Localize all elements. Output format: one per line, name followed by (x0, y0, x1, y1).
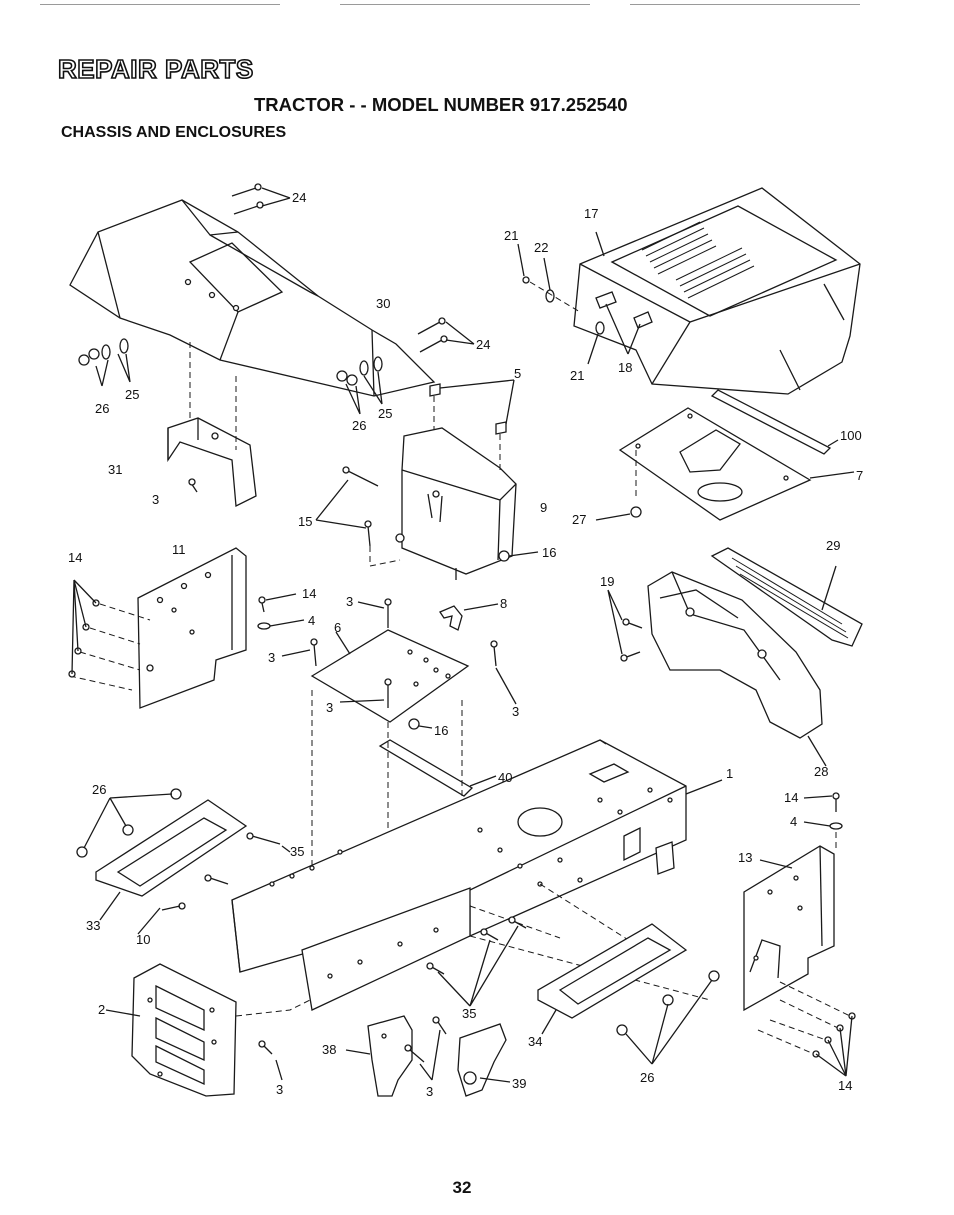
callout-38: 38 (322, 1042, 336, 1057)
callout-35-left: 35 (290, 844, 304, 859)
model-heading: TRACTOR - - MODEL NUMBER 917.252540 (254, 94, 628, 115)
top-divider-right (630, 4, 860, 5)
bracket-part-39 (457, 1023, 511, 1097)
callout-2: 2 (98, 1002, 105, 1017)
callout-5: 5 (514, 366, 521, 381)
callout-27: 27 (572, 512, 586, 527)
nut-part-16-upper (498, 550, 539, 562)
strip-part-100 (710, 389, 839, 455)
top-divider-center (340, 4, 590, 5)
callout-28: 28 (814, 764, 828, 779)
callout-3-lower: 3 (426, 1084, 433, 1099)
callout-15: 15 (298, 514, 312, 529)
callout-3-bracket: 3 (152, 492, 159, 507)
plate-part-7 (595, 407, 855, 521)
bracket-part-31 (167, 342, 257, 508)
clip-part-8 (439, 603, 499, 631)
callout-29: 29 (826, 538, 840, 553)
callout-14-left: 14 (68, 550, 82, 565)
fender-part-30 (69, 199, 436, 397)
callout-3-plate-left: 3 (268, 650, 275, 665)
hood-part-17 (573, 187, 861, 395)
bolt-set-24-top (231, 183, 291, 215)
callout-14-right-top: 14 (784, 790, 798, 805)
callout-21-bottom: 21 (570, 368, 584, 383)
callout-16-lower: 16 (434, 723, 448, 738)
callout-3-plate-top: 3 (346, 594, 353, 609)
callout-7: 7 (856, 468, 863, 483)
nut-part-16-lower (408, 718, 433, 730)
callout-4-right: 4 (790, 814, 797, 829)
bolt-set-24-right (417, 317, 475, 353)
callout-3-front: 3 (276, 1082, 283, 1097)
side-panel-part-11 (68, 547, 247, 709)
callout-6: 6 (334, 620, 341, 635)
callout-labels: 24 30 24 25 26 25 26 31 3 5 9 15 16 14 1… (68, 190, 863, 1099)
callout-26-step-left: 26 (92, 782, 106, 797)
callout-3-plate-bottom: 3 (326, 700, 333, 715)
fastener-set-25-26-left (78, 338, 131, 387)
callout-17: 17 (584, 206, 598, 221)
callout-25-right: 25 (378, 406, 392, 421)
bolt-set-3-lower (404, 1016, 447, 1081)
callout-9: 9 (540, 500, 547, 515)
nut-set-26-left (76, 788, 182, 858)
callout-10: 10 (136, 932, 150, 947)
callout-19: 19 (600, 574, 614, 589)
page-title: REPAIR PARTS (57, 53, 254, 85)
bolt-set-5 (429, 379, 515, 470)
callout-14-center: 14 (302, 586, 316, 601)
callout-16-upper: 16 (542, 545, 556, 560)
callout-4-center: 4 (308, 613, 315, 628)
callout-40: 40 (498, 770, 512, 785)
bolt-set-3-plate (281, 598, 517, 708)
callout-39: 39 (512, 1076, 526, 1091)
footrest-part-33 (95, 799, 248, 935)
callout-24-top: 24 (292, 190, 306, 205)
callout-26-right: 26 (352, 418, 366, 433)
callout-26-step-right: 26 (640, 1070, 654, 1085)
callout-34: 34 (528, 1034, 542, 1049)
callout-18: 18 (618, 360, 632, 375)
footrest-part-34 (537, 923, 720, 1065)
fastener-set-25-26-right (336, 356, 383, 415)
bolt-set-35-center (426, 916, 527, 1007)
bracket-part-38 (345, 1015, 413, 1097)
page-number: 32 (452, 1178, 472, 1197)
callout-35-center: 35 (462, 1006, 476, 1021)
plate-part-6 (310, 629, 470, 723)
callout-31: 31 (108, 462, 122, 477)
callout-1: 1 (726, 766, 733, 781)
callout-22: 22 (534, 240, 548, 255)
hood-fasteners-21-22 (517, 243, 641, 365)
callout-8: 8 (500, 596, 507, 611)
frame-part-1 (231, 739, 723, 1011)
grille-housing-part-28 (647, 571, 827, 767)
callout-24-right: 24 (476, 337, 490, 352)
top-divider-left (40, 4, 280, 5)
bolt-set-19 (607, 589, 643, 662)
bolt-set-35-left (204, 832, 291, 885)
callout-30: 30 (376, 296, 390, 311)
bolt-set-15 (315, 466, 401, 567)
callout-11: 11 (172, 542, 186, 557)
callout-100: 100 (840, 428, 862, 443)
front-panel-part-2 (105, 963, 311, 1097)
section-heading: CHASSIS AND ENCLOSURES (61, 124, 287, 141)
callout-26-left: 26 (95, 401, 109, 416)
bolt-washer-14-4 (257, 593, 305, 630)
callout-25-left: 25 (125, 387, 139, 402)
callout-13: 13 (738, 850, 752, 865)
callout-33: 33 (86, 918, 100, 933)
bolt-washer-14-4-right (803, 792, 843, 850)
grille-part-29 (710, 547, 863, 647)
side-panel-part-13 (743, 845, 856, 1077)
dash-panel-part-9 (395, 427, 517, 580)
callout-21-top: 21 (504, 228, 518, 243)
callout-14-right-bottom: 14 (838, 1078, 852, 1093)
callout-3-plate-right: 3 (512, 704, 519, 719)
